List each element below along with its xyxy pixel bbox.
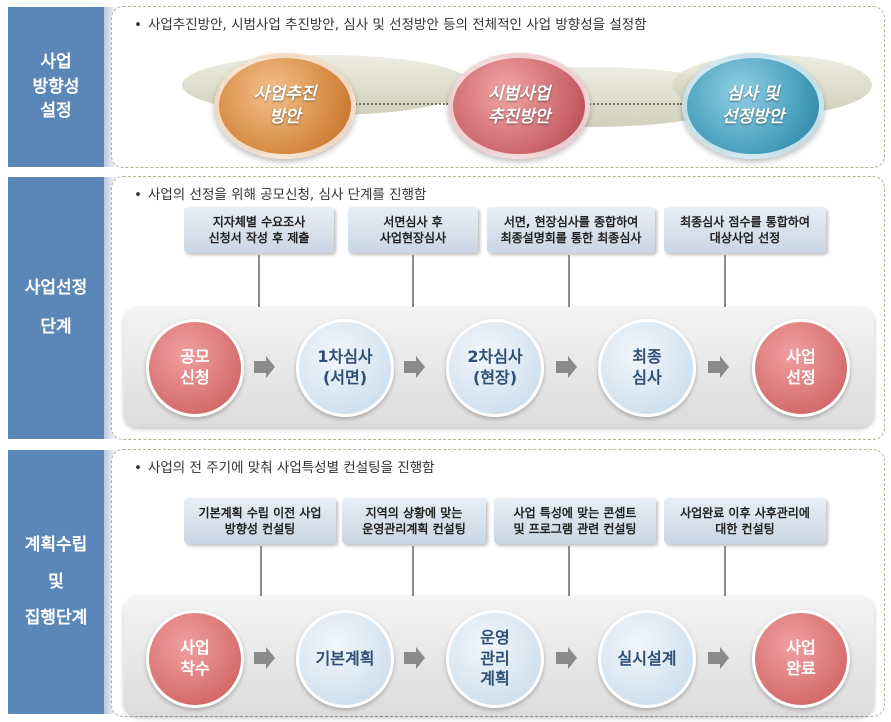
callout-text: 사업현장심사 <box>379 231 447 245</box>
section2-bullet: 사업의 선정을 위해 공모신청, 심사 단계를 진행함 <box>134 183 426 203</box>
label-line: 설정 <box>40 101 72 122</box>
callout-text: 서면, 현장심사를 종합하여 <box>503 214 639 229</box>
label-direction-setting: 사업 방향성 설정 <box>8 7 118 167</box>
section1-bullet: 사업추진방안, 시범사업 추진방안, 심사 및 선정방안 등의 전체적인 사업 … <box>134 13 647 33</box>
label-line: 집행단계 <box>24 608 88 629</box>
oval-text: 방안 <box>269 107 301 127</box>
step-text: 1차심사 <box>317 347 373 367</box>
oval-text: 추진방안 <box>487 107 551 127</box>
oval-text: 심사 및 <box>726 84 780 105</box>
step-text: 2차심사 <box>467 347 523 367</box>
oval-text: 선정방안 <box>721 107 785 127</box>
section-selection-stage: 사업의 선정을 위해 공모신청, 심사 단계를 진행함 지자체별 수요조사신청서… <box>111 176 885 440</box>
callout-text: 사업 특성에 맞는 콘셉트 <box>513 505 637 520</box>
label-line: 계획수립 <box>24 535 88 556</box>
callout-text: 사업완료 이후 사후관리에 <box>680 505 810 520</box>
step-circle: 기본계획 <box>296 610 394 708</box>
label-line: 방향성 <box>32 76 80 97</box>
step-text: 최종 <box>632 347 662 367</box>
dotted-connector <box>348 103 448 105</box>
callout-text: 최종설명회를 통한 최종심사 <box>500 231 642 245</box>
step-text: 실시설계 <box>617 648 677 668</box>
step-circle: 실시설계 <box>598 610 696 708</box>
label-line: 사업 <box>40 52 72 73</box>
right-arrow-icon <box>404 356 425 378</box>
callout-text: 대상사업 선정 <box>709 231 781 245</box>
oval-text: 시범사업 <box>487 84 551 105</box>
step-circle: 1차심사(서면) <box>296 319 394 417</box>
callout-text: 신청서 작성 후 제출 <box>208 231 310 245</box>
step-circle: 2차심사(현장) <box>446 319 544 417</box>
connector-line <box>724 255 726 323</box>
connector-line <box>412 255 414 323</box>
label-line: 사업선정 <box>24 278 88 299</box>
callout-text: 및 프로그램 관련 컨설팅 <box>513 522 637 536</box>
right-arrow-icon <box>556 647 577 669</box>
callout-text: 방향성 컨설팅 <box>224 522 296 536</box>
section-direction-setting: 사업추진방안, 시범사업 추진방안, 심사 및 선정방안 등의 전체적인 사업 … <box>111 6 885 168</box>
right-arrow-icon <box>254 647 275 669</box>
callout-text: 기본계획 수립 이전 사업 <box>198 505 322 520</box>
label-planning-execution-stage: 계획수립 및 집행단계 <box>8 450 118 714</box>
right-arrow-icon <box>708 356 729 378</box>
right-arrow-icon <box>556 356 577 378</box>
connector-line <box>724 546 726 622</box>
callout-text: 운영관리계획 컨설팅 <box>362 522 466 536</box>
callout-text: 지자체별 수요조사 <box>212 214 306 229</box>
connector-line <box>260 546 262 622</box>
step-text: 선정 <box>786 368 816 387</box>
connector-line <box>568 255 570 323</box>
step-text: 신청 <box>180 368 210 387</box>
callout-text: 서면심사 후 <box>383 214 443 229</box>
connector-line <box>412 546 414 622</box>
right-arrow-icon <box>708 647 729 669</box>
label-line: 단계 <box>40 317 72 337</box>
step-text: 사업 <box>786 638 816 658</box>
step-text: 사업 <box>180 638 210 658</box>
step-text: (서면) <box>322 368 368 387</box>
step-text: 공모 <box>180 347 210 367</box>
step-text: 운영 <box>480 627 510 647</box>
right-arrow-icon <box>404 647 425 669</box>
right-arrow-icon <box>254 356 275 378</box>
connector-line <box>568 546 570 622</box>
step-text: 심사 <box>632 368 662 387</box>
callout-text: 지역의 상황에 맞는 <box>365 505 463 520</box>
connector-line <box>258 255 260 323</box>
section-planning-execution-stage: 사업의 전 주기에 맞춰 사업특성별 컨설팅을 진행함 기본계획 수립 이전 사… <box>111 449 885 717</box>
step-text: 계획 <box>480 669 510 689</box>
dotted-connector <box>582 103 682 105</box>
oval-text: 사업추진 <box>253 84 317 105</box>
callout-text: 최종심사 점수를 통합하여 <box>680 214 810 229</box>
step-text: (현장) <box>472 368 518 387</box>
label-selection-stage: 사업선정 단계 <box>8 177 118 439</box>
step-text: 사업 <box>786 347 816 367</box>
step-text: 관리 <box>480 648 510 668</box>
step-text: 완료 <box>786 659 816 678</box>
callout-text: 대한 컨설팅 <box>715 522 775 536</box>
step-text: 착수 <box>180 659 210 678</box>
section3-bullet: 사업의 전 주기에 맞춰 사업특성별 컨설팅을 진행함 <box>134 456 435 476</box>
label-line: 및 <box>48 571 64 592</box>
step-text: 기본계획 <box>315 648 375 668</box>
